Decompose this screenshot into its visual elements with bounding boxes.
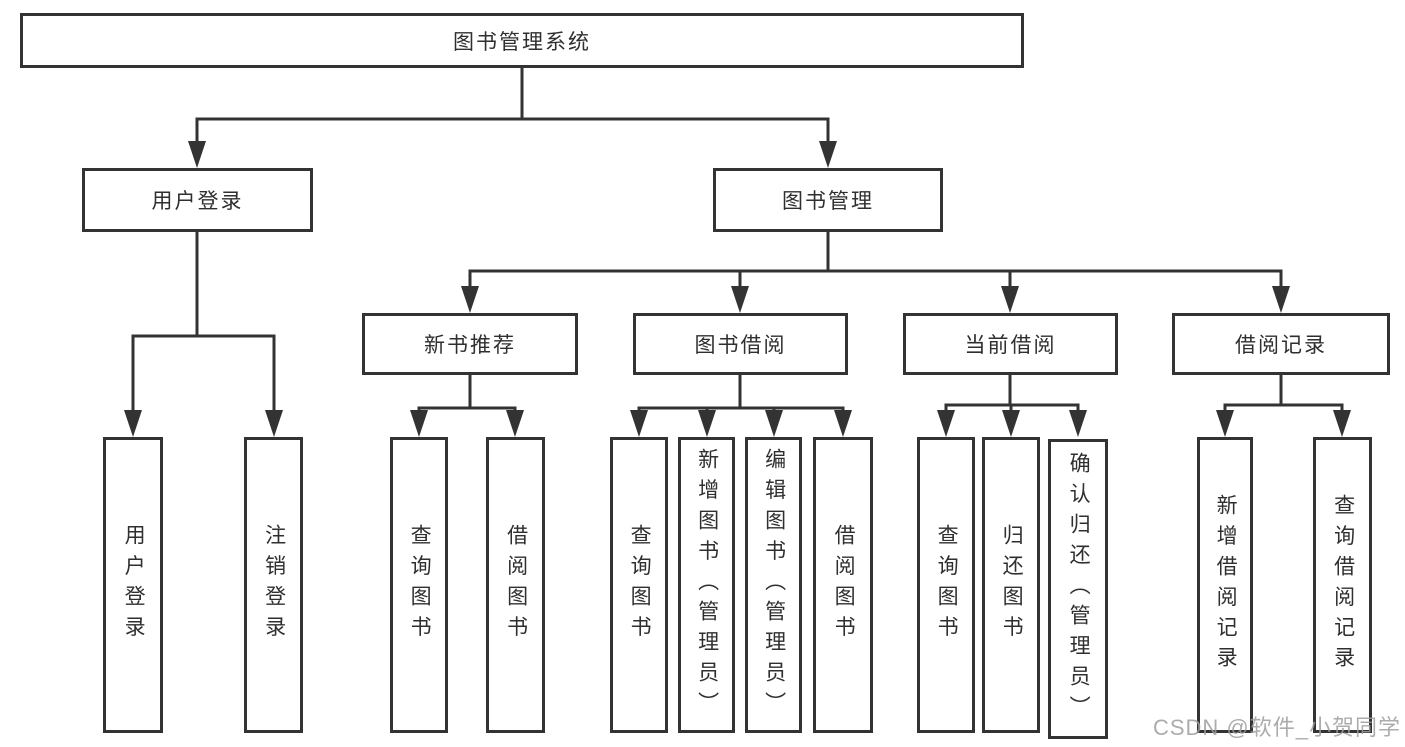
leaf-edit-books-admin: 编辑图书（管理员） bbox=[745, 437, 802, 733]
leaf-current-query-books-label: 查询图书 bbox=[935, 524, 959, 646]
leaf-logout-label: 注销登录 bbox=[262, 524, 286, 646]
node-borrow-records-label: 借阅记录 bbox=[1235, 334, 1327, 357]
leaf-recommend-borrow-books: 借阅图书 bbox=[486, 437, 545, 733]
leaf-confirm-return-admin-label: 确认归还（管理员） bbox=[1067, 451, 1091, 727]
node-borrow-records: 借阅记录 bbox=[1172, 313, 1390, 375]
leaf-return-books-label: 归还图书 bbox=[1000, 524, 1024, 646]
node-book-borrow: 图书借阅 bbox=[633, 313, 848, 375]
leaf-user-login: 用户登录 bbox=[103, 437, 163, 733]
node-new-book-recommend-label: 新书推荐 bbox=[424, 334, 516, 357]
node-new-book-recommend: 新书推荐 bbox=[362, 313, 578, 375]
node-book-borrow-label: 图书借阅 bbox=[694, 334, 787, 357]
leaf-confirm-return-admin: 确认归还（管理员） bbox=[1048, 439, 1108, 739]
node-book-management: 图书管理 bbox=[713, 168, 943, 232]
leaf-add-borrow-record-label: 新增借阅记录 bbox=[1214, 493, 1238, 677]
node-root-label: 图书管理系统 bbox=[453, 30, 591, 54]
leaf-add-borrow-record: 新增借阅记录 bbox=[1197, 437, 1253, 733]
leaf-return-books: 归还图书 bbox=[982, 437, 1040, 733]
leaf-user-login-label: 用户登录 bbox=[122, 524, 146, 646]
leaf-borrow-query-books-label: 查询图书 bbox=[628, 524, 652, 646]
leaf-edit-books-admin-label: 编辑图书（管理员） bbox=[762, 447, 786, 723]
leaf-recommend-query-books-label: 查询图书 bbox=[408, 524, 432, 646]
leaf-borrow-books-label: 借阅图书 bbox=[832, 524, 856, 646]
node-user-login: 用户登录 bbox=[82, 168, 313, 232]
node-book-management-label: 图书管理 bbox=[782, 190, 874, 213]
leaf-add-books-admin-label: 新增图书（管理员） bbox=[695, 447, 719, 723]
leaf-recommend-query-books: 查询图书 bbox=[390, 437, 448, 733]
leaf-logout: 注销登录 bbox=[244, 437, 303, 733]
leaf-borrow-books: 借阅图书 bbox=[813, 437, 873, 733]
node-user-login-label: 用户登录 bbox=[151, 190, 244, 213]
node-current-borrow: 当前借阅 bbox=[903, 313, 1118, 375]
leaf-current-query-books: 查询图书 bbox=[917, 437, 975, 733]
leaf-borrow-query-books: 查询图书 bbox=[610, 437, 668, 733]
leaf-add-books-admin: 新增图书（管理员） bbox=[678, 437, 735, 733]
leaf-recommend-borrow-books-label: 借阅图书 bbox=[504, 524, 528, 646]
leaf-query-borrow-record-label: 查询借阅记录 bbox=[1331, 493, 1355, 677]
node-current-borrow-label: 当前借阅 bbox=[964, 334, 1057, 357]
node-root: 图书管理系统 bbox=[20, 13, 1024, 68]
csdn-watermark: CSDN @软件_小贺同学 bbox=[1152, 715, 1401, 740]
leaf-query-borrow-record: 查询借阅记录 bbox=[1313, 437, 1372, 733]
